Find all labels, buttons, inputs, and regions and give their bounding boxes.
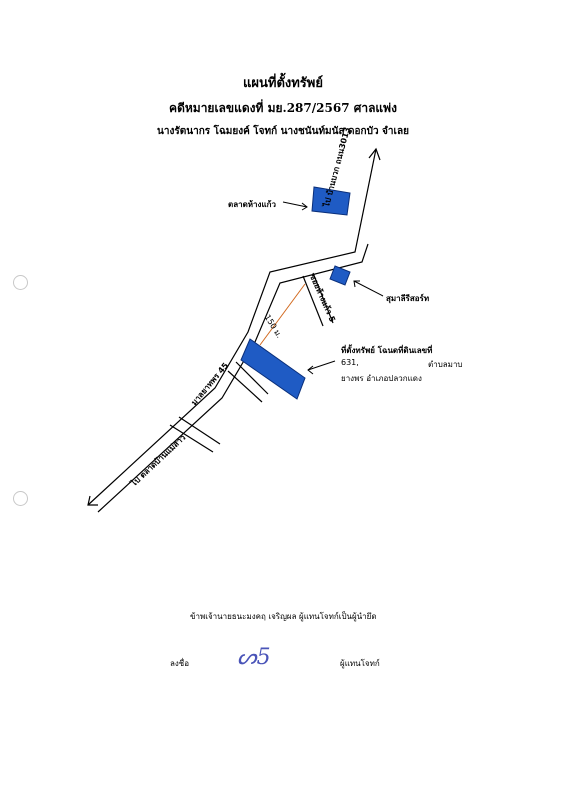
main-road-left-edge (87, 148, 377, 506)
punch-hole-top (13, 275, 28, 290)
punch-hole-bottom (13, 491, 28, 506)
store-pointer (353, 280, 384, 297)
distance-path (259, 283, 306, 346)
property-label-line4: ยางพร อำเภอปลวกแดง (341, 374, 422, 383)
market-label: ตลาดห้างแก้ว (228, 200, 276, 209)
store-building (329, 265, 351, 286)
side-road-2-a (227, 370, 263, 403)
sign-label: ลงชื่อ (170, 659, 190, 668)
soi-edge-a (302, 275, 324, 327)
market-pointer-head (301, 202, 308, 211)
side-road-2-b (235, 361, 269, 395)
signature: ᔕ5 (237, 645, 271, 670)
soi-edge-b (312, 272, 334, 324)
store-pointer-head (353, 280, 360, 288)
property-pointer (307, 360, 336, 371)
main-road-right-edge (97, 243, 369, 513)
market-pointer (282, 201, 308, 208)
side-road-1-b (178, 416, 221, 445)
property-label-line3: ตำบลมาบ (428, 360, 463, 369)
case-parties: นางรัตนากร โฉมยงค์ โจทก์ นางชนันท์มนัส ด… (157, 126, 409, 137)
property-label-line2: 631, (341, 358, 359, 367)
arrow-south-head (87, 495, 98, 506)
property-building (240, 338, 306, 400)
statement-text: ข้าพเจ้านายธนะมงคฤ เจริญผล ผู้แทนโจทก์เป… (190, 612, 377, 621)
market-building (311, 186, 351, 216)
property-label-line1: ที่ตั้งทรัพย์ โฉนดที่ดินเลขที่ (341, 346, 433, 355)
case-number: คดีหมายเลขแดงที่ มย.287/2567 ศาลแพ่ง (169, 101, 397, 115)
map-title: แผนที่ตั้งทรัพย์ (243, 76, 323, 91)
property-pointer-head (307, 365, 314, 375)
representative-role: ผู้แทนโจทก์ (340, 659, 380, 668)
arrow-north-head (368, 147, 381, 161)
store-label: สุมาลีรีสอร์ท (386, 294, 430, 303)
side-road-1-a (169, 424, 214, 453)
